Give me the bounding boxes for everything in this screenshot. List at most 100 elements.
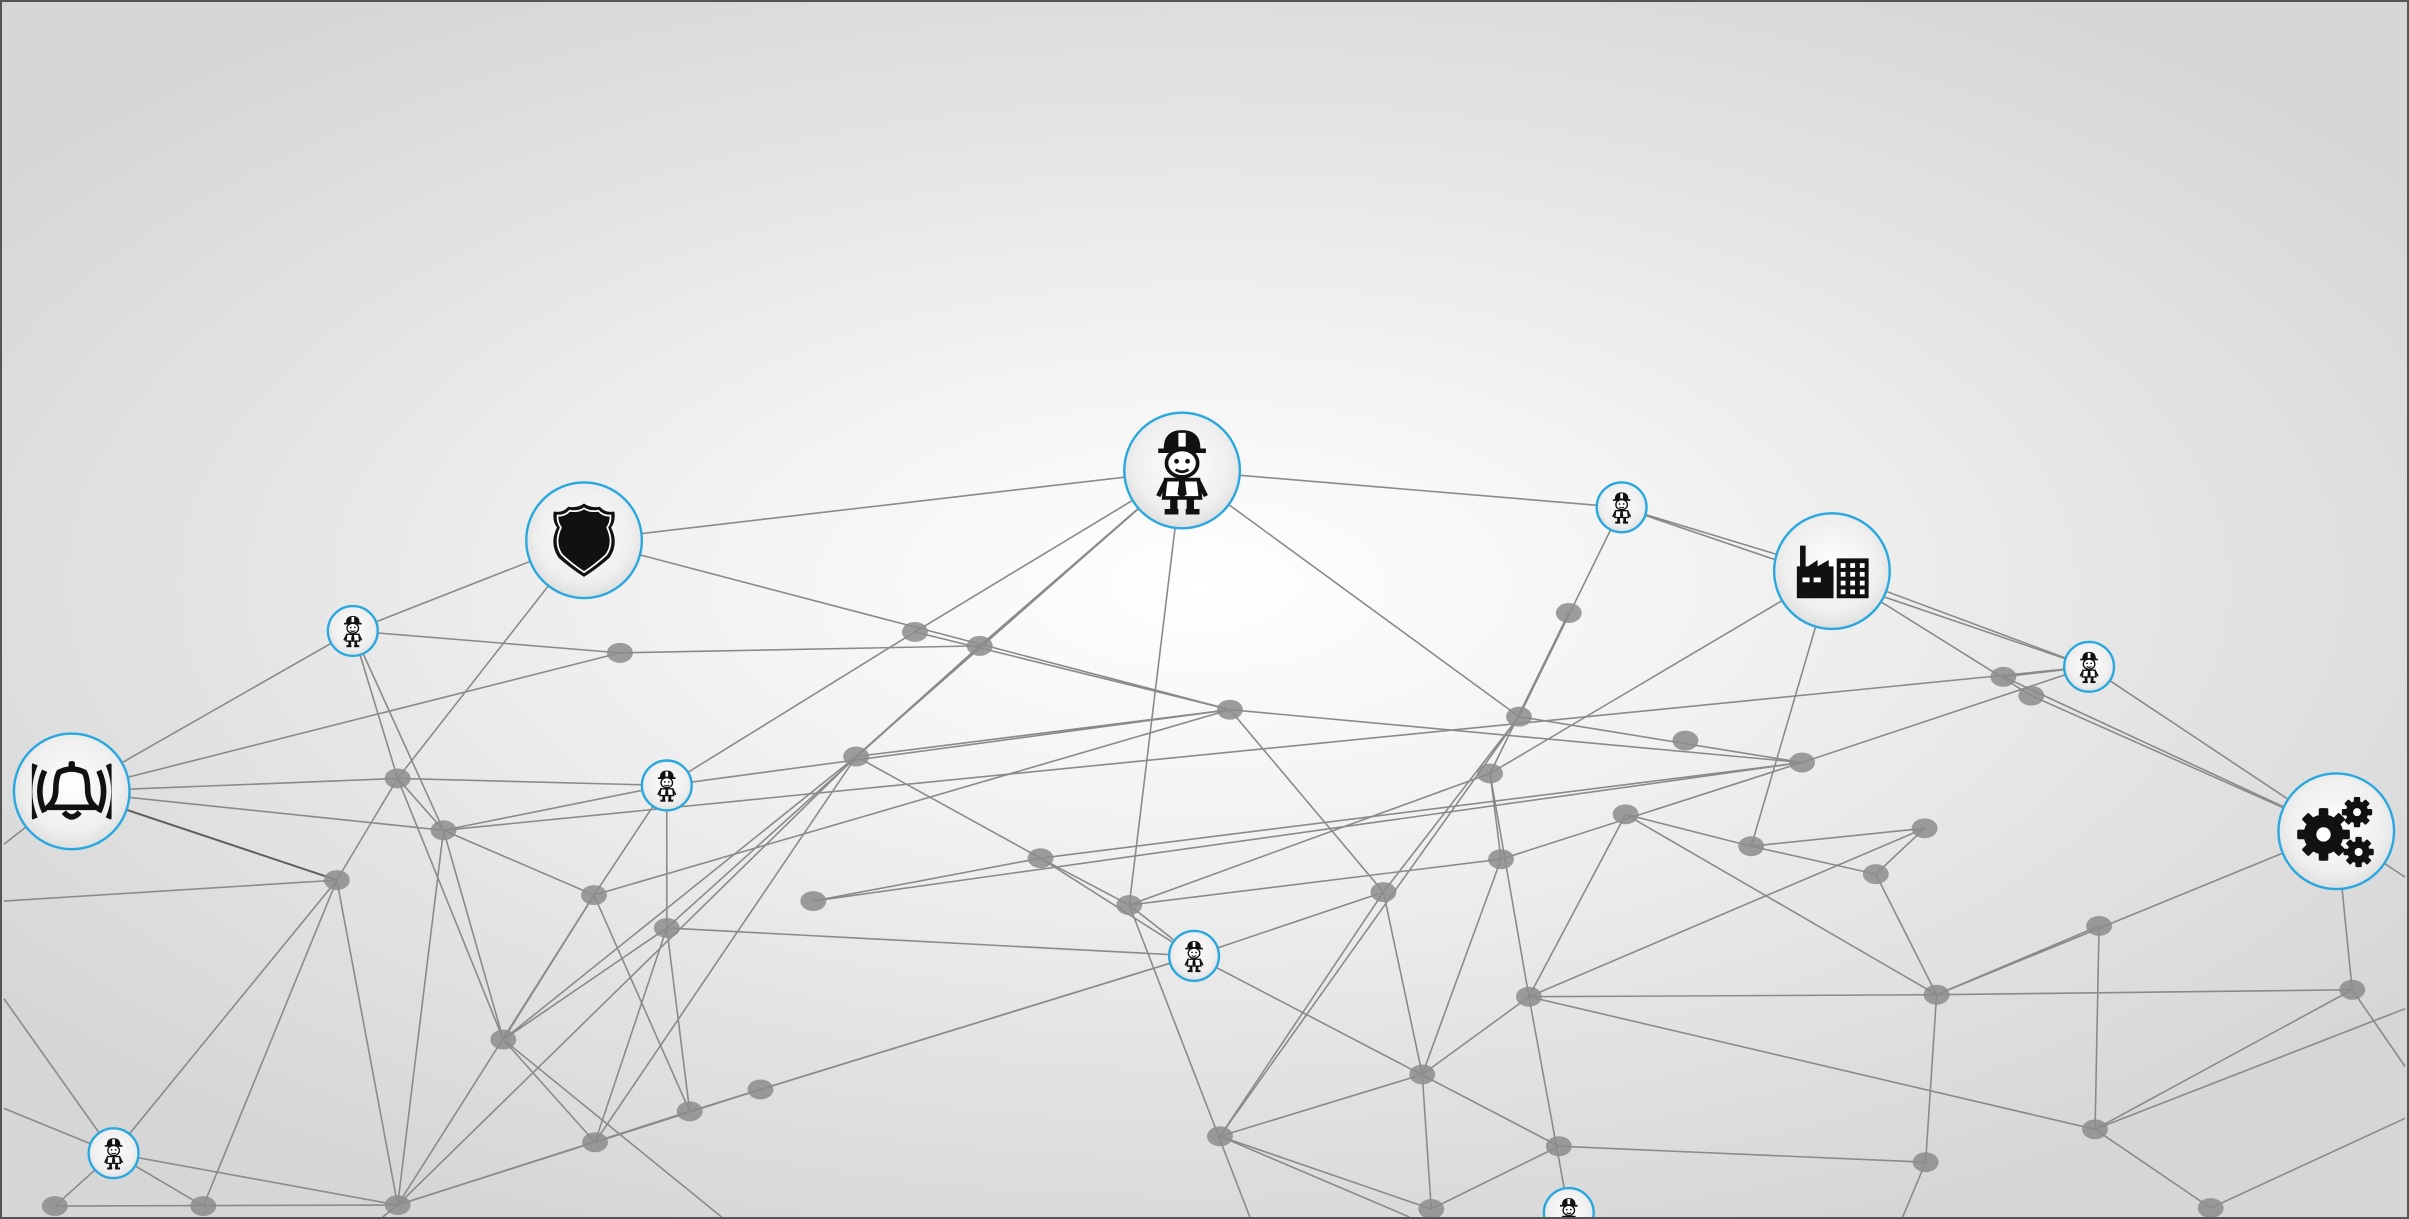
- gears-node[interactable]: [2277, 772, 2396, 891]
- network-edge: [1229, 708, 1803, 764]
- factory-node[interactable]: [1772, 512, 1891, 631]
- network-edge: [813, 857, 1041, 902]
- network-junction: [966, 635, 993, 656]
- worker-hub-node[interactable]: [1123, 411, 1242, 530]
- network-edge: [1193, 955, 1560, 1147]
- network-junction: [1027, 848, 1054, 869]
- network-junction: [581, 885, 607, 906]
- network-junction: [2197, 1198, 2224, 1217]
- network-edge: [352, 630, 445, 831]
- network-junction: [1506, 706, 1532, 727]
- worker-node[interactable]: [1167, 929, 1221, 982]
- network-junction: [1477, 763, 1504, 784]
- network-junction: [1911, 818, 1938, 839]
- worker-node[interactable]: [1542, 1186, 1595, 1217]
- network-edge: [1128, 904, 1251, 1217]
- worker-node[interactable]: [640, 759, 693, 812]
- network-edge: [1936, 988, 2353, 996]
- network-edge: [1489, 773, 1530, 997]
- worker-node[interactable]: [2062, 640, 2116, 693]
- network-junction: [1418, 1199, 1445, 1217]
- network-edge: [502, 1038, 723, 1217]
- network-edge: [502, 894, 595, 1041]
- network-edge: [1219, 1135, 1410, 1217]
- network-edge: [1229, 709, 1385, 893]
- alarm-bell-node[interactable]: [12, 732, 131, 851]
- network-edge: [1625, 813, 1937, 996]
- network-junction: [1912, 1152, 1939, 1173]
- network-edge: [2094, 925, 2100, 1130]
- network-junction: [490, 1029, 517, 1050]
- network-edge: [855, 755, 1041, 859]
- network-edge: [1421, 1074, 1433, 1210]
- network-edge: [856, 708, 1231, 758]
- network-edge: [2003, 676, 2337, 832]
- network-junction: [843, 746, 870, 767]
- network-edge: [502, 755, 857, 1041]
- network-edge: [2351, 989, 2406, 1067]
- network-junction: [1612, 804, 1639, 825]
- network-edge: [3, 879, 337, 902]
- network-junction: [1409, 1064, 1436, 1085]
- network-edge: [1193, 891, 1384, 957]
- network-edge: [443, 666, 2090, 832]
- network-edge: [202, 879, 338, 1207]
- network-edge: [2094, 1128, 2212, 1209]
- network-junction: [1116, 895, 1143, 915]
- network-junction: [41, 1196, 68, 1217]
- network-edge: [71, 652, 621, 793]
- network-junction: [653, 917, 680, 938]
- network-edge: [1128, 470, 1183, 906]
- network-edge: [1040, 761, 1803, 859]
- network-edge: [443, 784, 667, 832]
- network-edge: [1924, 994, 1938, 1163]
- network-junction: [1216, 699, 1243, 720]
- network-edge: [397, 755, 857, 1206]
- network-junctions: [41, 603, 2366, 1217]
- network-edge: [1421, 858, 1502, 1075]
- network-edge: [914, 631, 1231, 711]
- network-nodes: [12, 411, 2396, 1217]
- network-junction: [384, 768, 411, 789]
- network-edge: [813, 761, 1803, 902]
- network-edge: [502, 927, 668, 1041]
- network-edge: [1528, 993, 1937, 998]
- network-edge: [1129, 858, 1502, 906]
- network-edge: [3, 998, 115, 1154]
- network-edge: [336, 778, 399, 881]
- network-edge: [1128, 772, 1491, 906]
- worker-node[interactable]: [87, 1127, 140, 1180]
- network-edge: [1558, 1145, 1926, 1163]
- network-edge: [1040, 857, 1130, 906]
- network-edge: [396, 778, 505, 1040]
- network-junction: [384, 1195, 411, 1216]
- network-junction: [1515, 986, 1542, 1007]
- network-edge: [54, 1204, 398, 1207]
- network-edge: [352, 630, 620, 654]
- police-shield-node[interactable]: [525, 481, 644, 600]
- network-edge: [1182, 469, 1622, 509]
- network-edge: [593, 708, 1231, 896]
- network-junction: [1488, 849, 1514, 870]
- network-edge: [71, 790, 444, 832]
- worker-node[interactable]: [1595, 481, 1648, 534]
- network-edge: [666, 927, 1195, 957]
- network-edge: [443, 829, 595, 896]
- network-junction: [1923, 984, 1950, 1005]
- network-edges: [3, 469, 2406, 1217]
- network-junction: [747, 1079, 774, 1100]
- network-junction: [2086, 915, 2113, 936]
- worker-node[interactable]: [326, 604, 379, 658]
- network-edge: [396, 830, 445, 1206]
- network-junction: [800, 891, 827, 912]
- network-junction: [1862, 864, 1889, 885]
- network-edge: [665, 927, 691, 1112]
- network-junction: [190, 1196, 217, 1217]
- network-edge: [1751, 827, 1925, 848]
- network-junction: [2082, 1119, 2109, 1140]
- network-junction: [1370, 882, 1397, 903]
- network-edge: [397, 777, 445, 831]
- network-edge: [502, 1039, 596, 1143]
- network-edge: [442, 830, 505, 1040]
